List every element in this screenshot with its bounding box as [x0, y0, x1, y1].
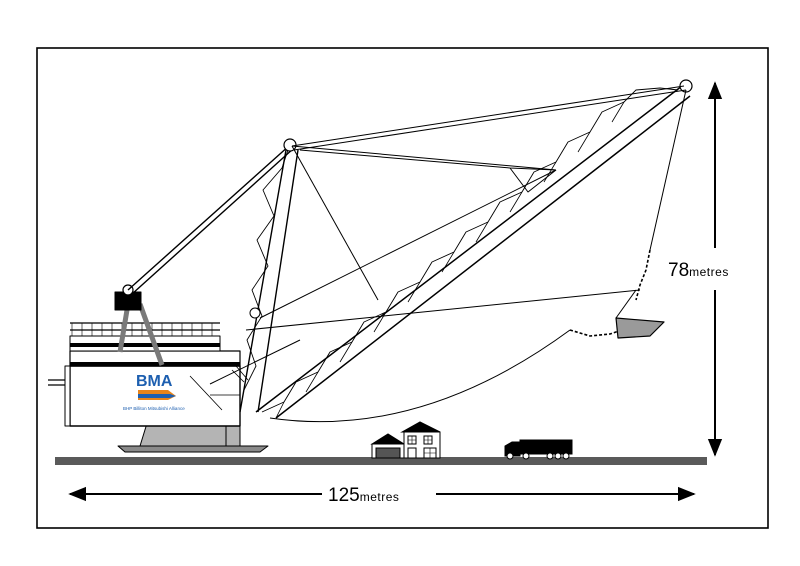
dragline: BMA BHP Billiton Mitsubishi Alliance — [48, 79, 693, 453]
diagram-frame — [36, 47, 769, 529]
height-value: 78 — [668, 260, 689, 281]
boom — [255, 79, 693, 419]
house-building — [370, 421, 441, 459]
length-value: 125 — [328, 485, 360, 506]
height-label: 78metres — [668, 260, 729, 281]
mast — [239, 138, 299, 413]
length-label: 125metres — [328, 485, 399, 506]
bucket-chain — [569, 249, 651, 337]
bma-logo-subtitle: BHP Billiton Mitsubishi Alliance — [123, 406, 185, 411]
truck — [504, 439, 573, 460]
bucket-assembly — [269, 89, 687, 423]
height-unit: metres — [689, 265, 729, 279]
bma-logo-text: BMA — [136, 373, 173, 390]
backstay-cable — [127, 144, 295, 295]
length-unit: metres — [360, 490, 400, 504]
suspension-cables — [209, 85, 687, 385]
hoist-rope — [649, 89, 687, 251]
height-dimension: 78metres — [668, 81, 729, 457]
drag-rope — [269, 329, 571, 423]
dragline-house — [48, 322, 249, 427]
length-dimension: 125metres — [68, 485, 696, 506]
bma-logo: BMA BHP Billiton Mitsubishi Alliance — [123, 373, 185, 411]
ground-line — [55, 457, 707, 465]
bucket — [615, 317, 665, 339]
